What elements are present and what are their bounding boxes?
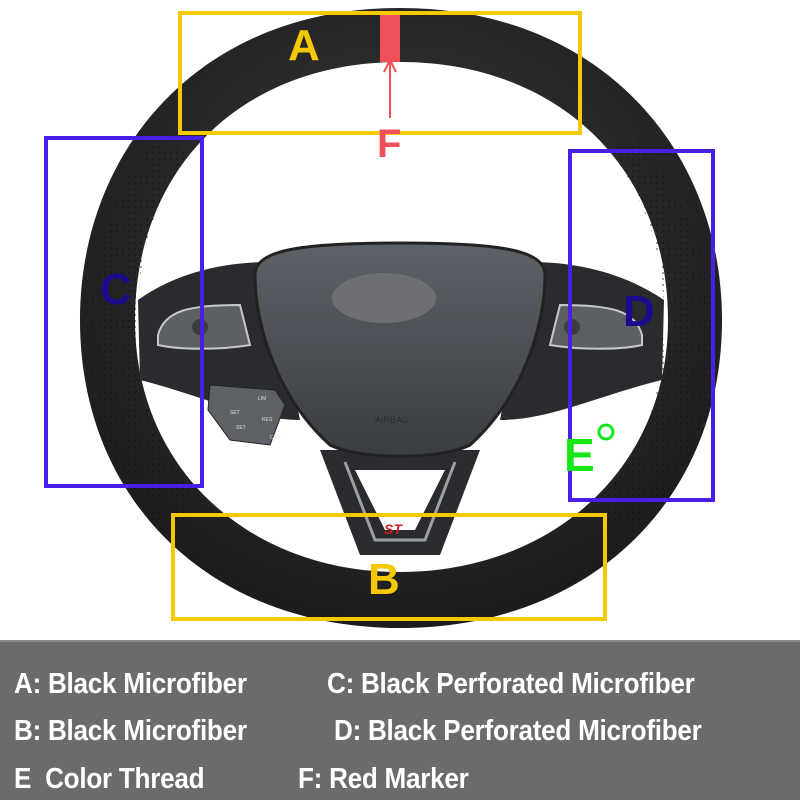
box-b bbox=[171, 513, 607, 621]
thread-marker-circle bbox=[597, 423, 615, 441]
legend-panel: A: Black Microfiber C: Black Perforated … bbox=[0, 640, 800, 800]
legend-f: F: Red Marker bbox=[298, 763, 469, 795]
airbag-cover bbox=[253, 241, 547, 458]
red-marker bbox=[380, 12, 400, 62]
marker-f: F bbox=[377, 122, 402, 166]
legend-d: D: Black Perforated Microfiber bbox=[334, 715, 702, 747]
marker-e: E bbox=[564, 429, 595, 481]
can-text: CAN bbox=[270, 435, 281, 441]
steering-wheel-image: AIRBAG LIM SET SET RES CAN ST bbox=[44, 8, 722, 628]
marker-b: B bbox=[368, 555, 400, 604]
legend-b: B: Black Microfiber bbox=[14, 715, 247, 747]
box-a bbox=[178, 11, 582, 135]
legend-e: E Color Thread bbox=[14, 763, 205, 795]
legend-c: C: Black Perforated Microfiber bbox=[327, 668, 695, 700]
airbag-text: AIRBAG bbox=[375, 415, 409, 425]
marker-d: D bbox=[623, 287, 655, 336]
marker-c: C bbox=[100, 265, 132, 314]
logo-oval bbox=[332, 273, 436, 323]
res-text: RES bbox=[262, 417, 273, 423]
legend-a: A: Black Microfiber bbox=[14, 668, 247, 700]
steering-wheel-diagram: AIRBAG LIM SET SET RES CAN ST A F C D E … bbox=[44, 8, 722, 628]
lim-text: LIM bbox=[258, 396, 266, 402]
box-c bbox=[44, 136, 204, 488]
box-d bbox=[568, 149, 715, 502]
marker-a: A bbox=[288, 21, 320, 70]
set-plus-text: SET bbox=[230, 410, 240, 416]
set-minus-text: SET bbox=[236, 425, 246, 431]
st-badge: ST bbox=[384, 521, 403, 537]
